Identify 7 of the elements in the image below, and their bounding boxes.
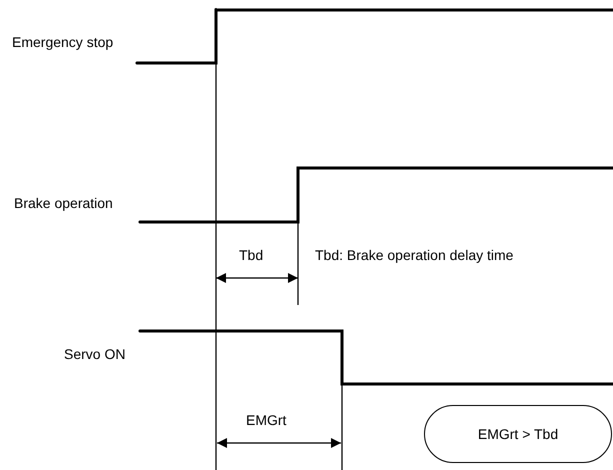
signal-name: Brake operation (14, 195, 113, 211)
note-text: Tbd: Brake operation delay time (315, 247, 514, 263)
signal-name: Servo ON (64, 346, 126, 362)
condition-box: EMGrt > Tbd (424, 405, 612, 463)
signal-name: Emergency stop (12, 34, 114, 50)
dimension-label: Tbd (239, 247, 264, 263)
dimension-label: EMGrt (246, 412, 286, 428)
